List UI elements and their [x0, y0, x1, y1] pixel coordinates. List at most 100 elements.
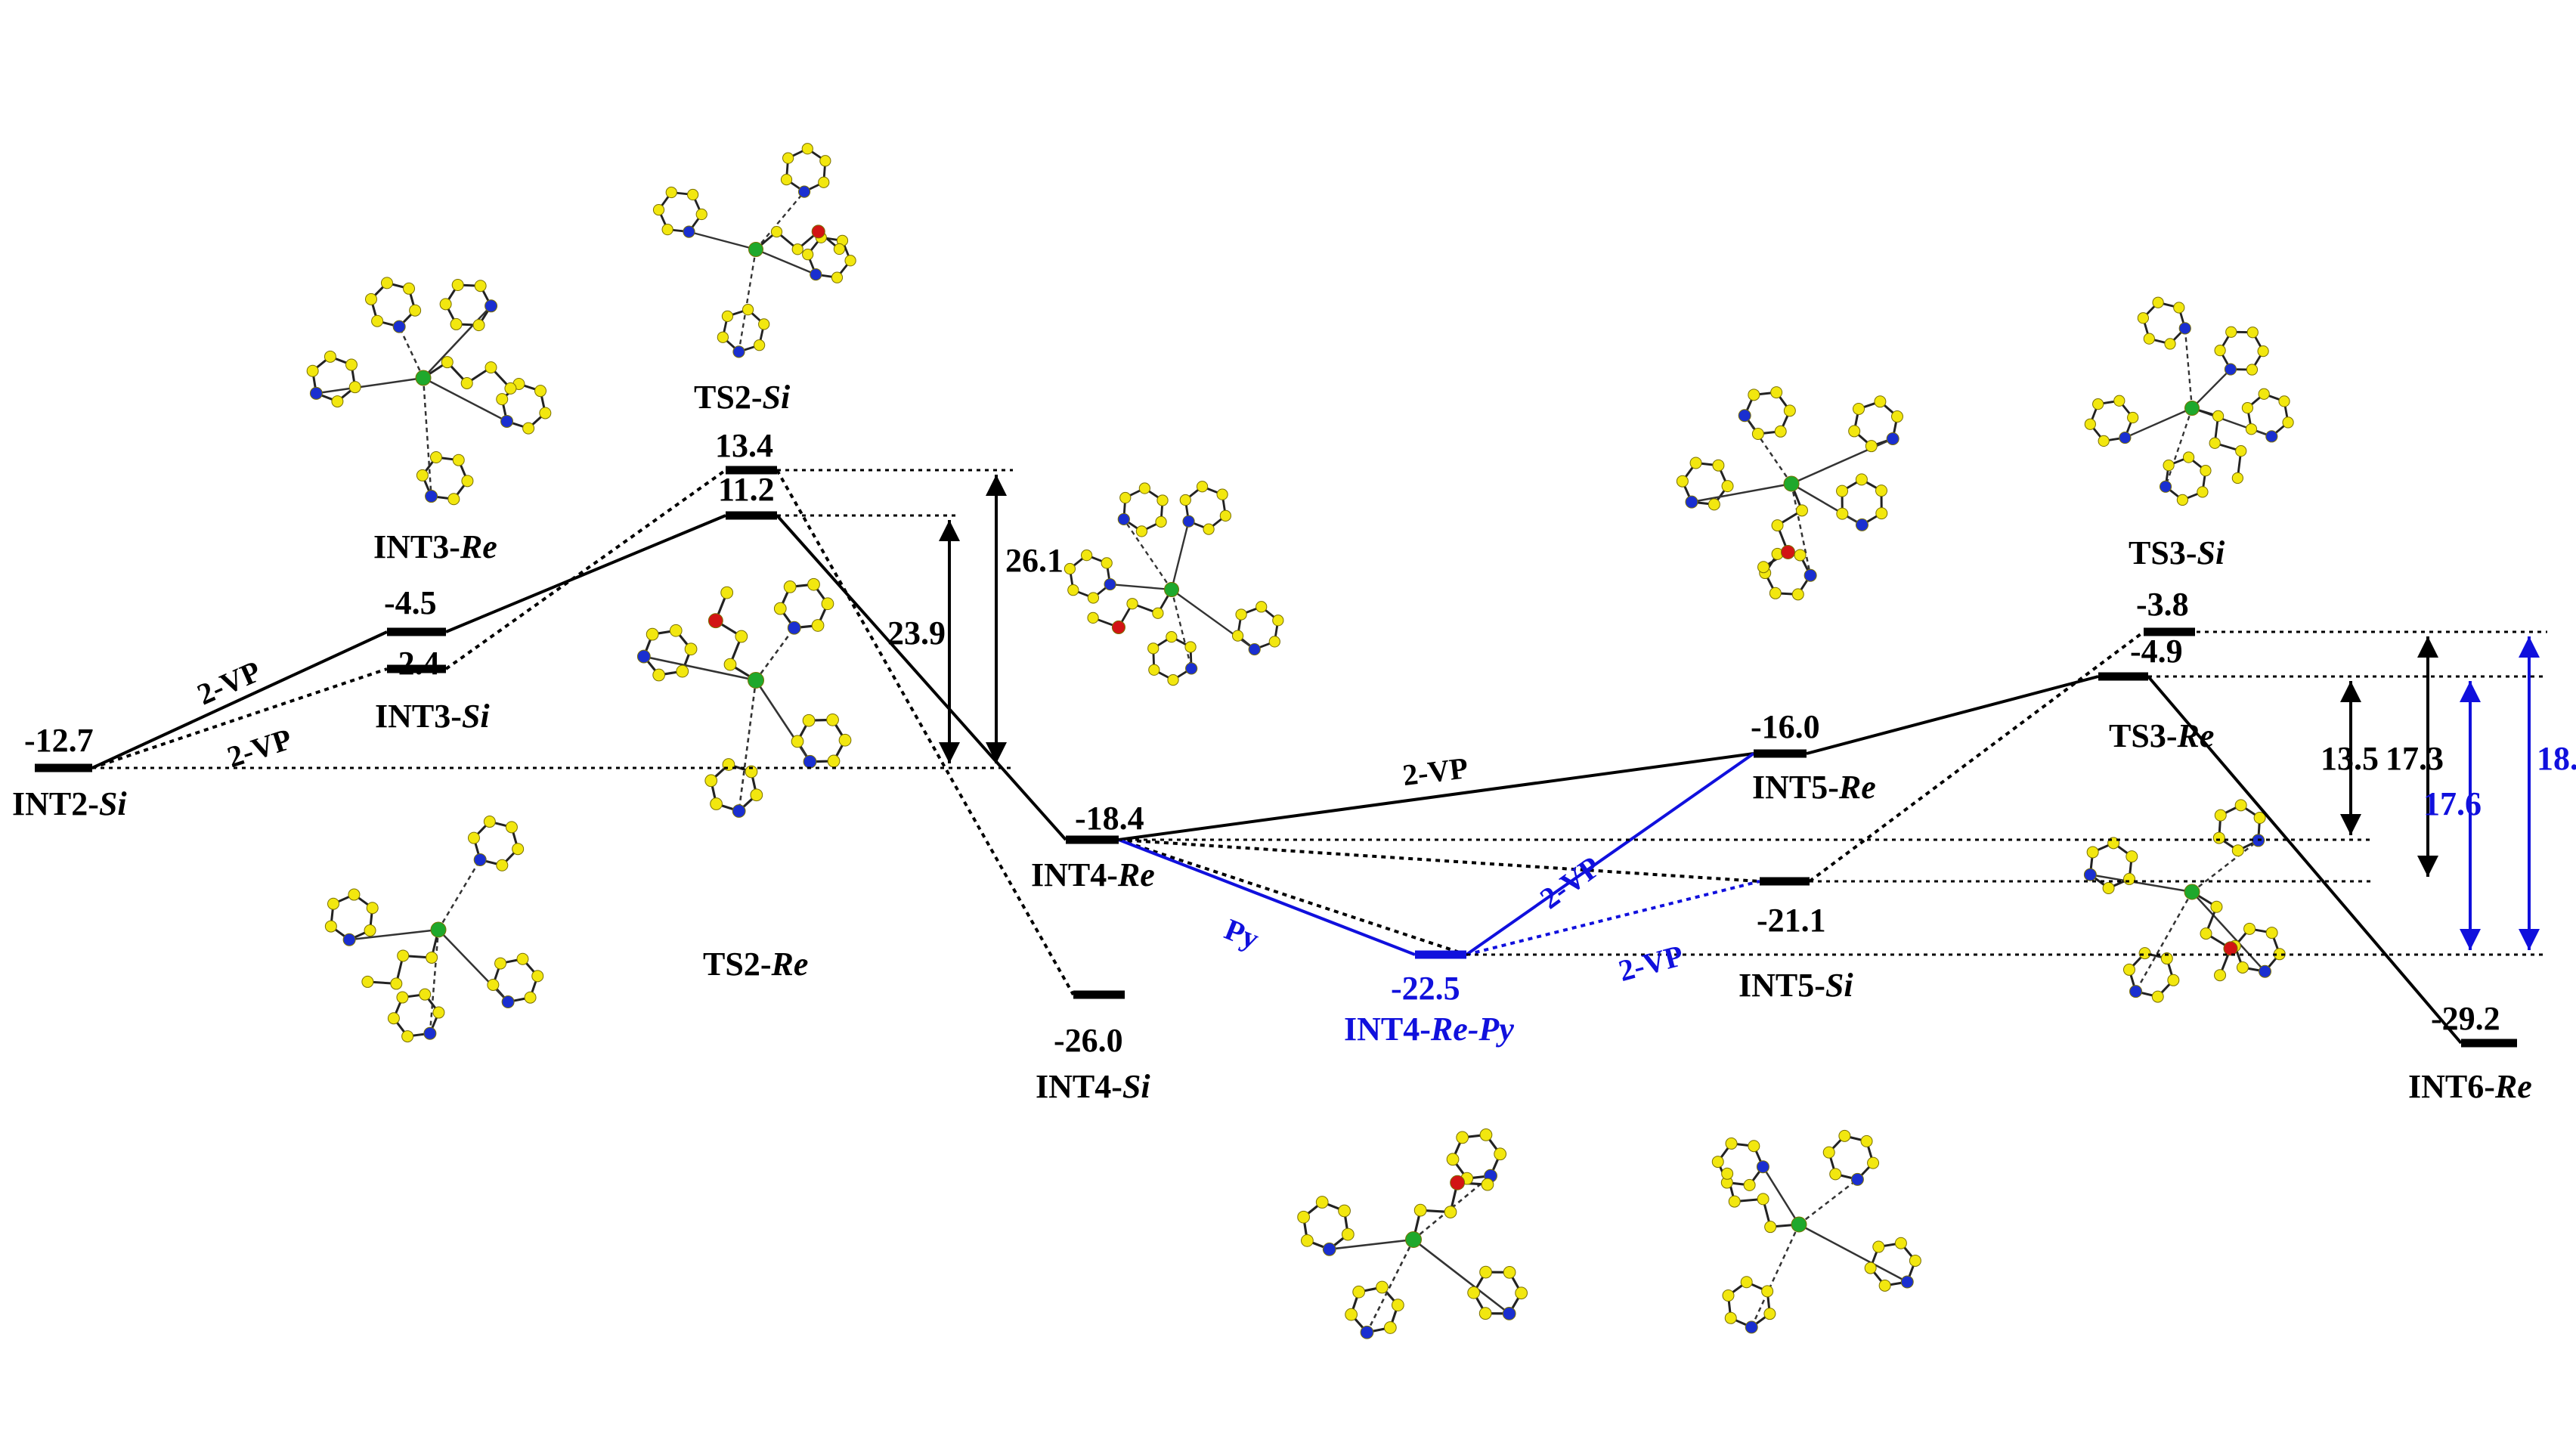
molecule-atom [2143, 333, 2155, 345]
molecule-atom [409, 304, 422, 317]
molecule-atom [447, 493, 460, 506]
molecule-bond [423, 305, 492, 379]
molecule-structure-icon [636, 577, 852, 818]
connector-int4re-int5re [1118, 752, 1754, 841]
molecule-atom [1721, 1167, 1734, 1180]
molecule-atom [1444, 1206, 1457, 1218]
molecule-atom [745, 765, 758, 779]
molecule-bond [643, 655, 757, 682]
barrier-13-5: 13.5 [2321, 740, 2379, 777]
molecule-structure-icon [306, 277, 552, 506]
molecule-atom [1757, 1193, 1769, 1206]
molecule-atom [707, 613, 723, 629]
molecule-atom [2084, 418, 2096, 430]
molecule-atom [1909, 1254, 1921, 1267]
molecule-atom [324, 350, 336, 363]
molecule-atom [1829, 1168, 1842, 1181]
molecule-atom [1867, 1156, 1880, 1169]
barrier-17-3: 17.3 [2386, 740, 2444, 777]
molecule-atom [390, 977, 403, 990]
molecule-atom [2236, 961, 2249, 974]
molecule-bond [755, 248, 816, 276]
molecule-atom [2164, 338, 2176, 350]
molecule-atom [1167, 673, 1179, 686]
connector-int4re-int4repy-dotted [1118, 838, 1467, 956]
molecule-atom [821, 597, 834, 611]
pathway-connectors [91, 469, 2463, 1045]
molecule-atom [1865, 440, 1878, 453]
molecule-atom [1184, 641, 1197, 653]
molecule-atom [661, 224, 673, 236]
molecule-atom [802, 714, 816, 727]
molecule-atom [1848, 425, 1861, 438]
molecule-atom [1117, 512, 1130, 526]
molecule-bond [398, 326, 425, 379]
molecule-atom [516, 952, 529, 965]
name-ts2-si: TS2-Si [694, 379, 791, 416]
molecule-atom [780, 173, 793, 186]
molecule-atom [1478, 1307, 1492, 1320]
molecule-atom [1745, 1320, 1758, 1334]
molecule-atom [1850, 1172, 1864, 1186]
molecule-atom [494, 957, 507, 970]
molecule-atom [419, 988, 432, 1001]
molecule-atom [1231, 630, 1244, 642]
reference-lines [92, 469, 2547, 956]
molecule-atom [2209, 437, 2221, 449]
molecule-atom [2167, 974, 2180, 986]
molecule-atom [1740, 1276, 1753, 1289]
molecule-bond [1751, 1224, 1800, 1328]
energy-ts2-re: 11.2 [718, 471, 775, 508]
molecule-atom [797, 185, 811, 198]
connector-int5si-ts3si [1808, 630, 2145, 883]
molecule-atom [473, 853, 487, 866]
molecule-atom [460, 376, 473, 389]
energy-int2-si: -12.7 [24, 722, 94, 759]
barrier-arrows [939, 475, 2540, 950]
molecule-atom [1111, 620, 1125, 634]
molecule-atom [1064, 562, 1076, 575]
name-int2-si: INT2-Si [12, 785, 127, 822]
molecule-structure-icon [2083, 799, 2286, 1003]
molecule-atom [838, 733, 852, 747]
molecule-atom [1087, 592, 1100, 604]
molecule-atom [1890, 410, 1903, 423]
molecule-atom [1297, 1210, 1311, 1224]
molecule-atom [1479, 1265, 1492, 1279]
molecule-atom [717, 331, 729, 343]
molecule-atom [1894, 1237, 1907, 1249]
molecule-bond [1791, 482, 1863, 526]
molecule-atom [695, 208, 707, 221]
molecule-atom [504, 382, 517, 395]
molecule-atom [1126, 598, 1138, 610]
molecule-atom [461, 475, 474, 488]
connector-ts2re-int4re [776, 514, 1067, 841]
molecule-atom [522, 422, 535, 435]
connector-int2-int3si [91, 667, 388, 769]
molecule-atom [1722, 1289, 1735, 1302]
molecule-atom [2123, 872, 2136, 885]
molecule-atom [2086, 846, 2099, 859]
connector-int2-int3re [91, 630, 388, 769]
molecule-atom [2126, 850, 2138, 863]
molecule-atom [676, 664, 689, 678]
energy-ts3-re: -4.9 [2130, 633, 2183, 670]
molecule-bond [1170, 589, 1193, 669]
molecule-atom [1352, 1285, 1366, 1299]
molecule-atom [1080, 549, 1093, 562]
molecule-atom [342, 933, 356, 946]
molecule-atom [1156, 494, 1169, 506]
connector-int4re-int5si [1118, 838, 1760, 883]
molecule-atom [1272, 615, 1284, 627]
molecule-bond [423, 376, 508, 423]
molecule-atom [1770, 386, 1783, 399]
molecule-atom [802, 249, 814, 261]
molecule-atom [1743, 1178, 1756, 1191]
molecule-atom [811, 224, 825, 239]
molecule-atom [371, 314, 384, 327]
molecule-bond [1790, 483, 1812, 576]
molecule-atom [1341, 1227, 1355, 1241]
barrier-values: 26.1 23.9 13.5 17.3 17.6 18.7 [887, 542, 2576, 822]
energy-int6-re: -29.2 [2431, 1000, 2500, 1037]
molecule-bond [2191, 839, 2259, 893]
